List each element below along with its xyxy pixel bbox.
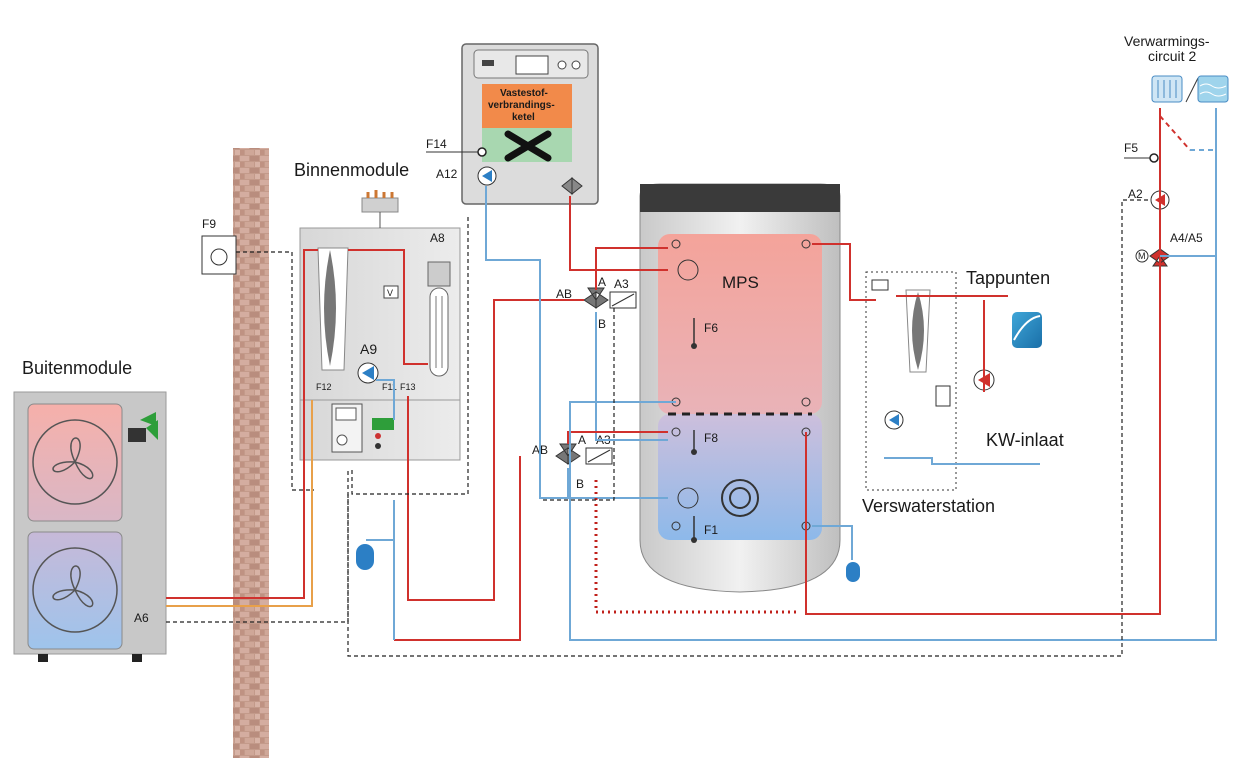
boiler-label-line1: Vastestof-: [500, 88, 548, 99]
label-f13: F13: [400, 382, 416, 392]
valve-bottom-b: B: [576, 477, 584, 491]
fan-icon: [32, 419, 118, 505]
valve-top-b: B: [598, 317, 606, 331]
indoor-module: A8 V A9 F12 F11 F13: [299, 190, 461, 461]
label-a2: A2: [1128, 187, 1143, 201]
valve-top-ab: AB: [556, 287, 572, 301]
label-a9: A9: [360, 341, 377, 357]
label-f1: F1: [704, 523, 718, 537]
pump-a12-icon: [477, 166, 497, 186]
solid-fuel-boiler: Vastestof- verbrandings- ketel F14 A12: [426, 43, 599, 205]
valve-top-a: A: [598, 275, 606, 289]
fan-icon: [32, 547, 118, 633]
label-m: M: [1138, 251, 1146, 261]
fresh-water-station: Verswaterstation: [862, 271, 995, 516]
outdoor-module-label: Buitenmodule: [22, 358, 132, 378]
label-a4a5: A4/A5: [1170, 231, 1203, 245]
taps-label: Tappunten: [966, 268, 1050, 288]
three-way-valve-top: AB A A3 B: [556, 275, 637, 331]
expansion-vessel-icon: [356, 544, 374, 570]
mixing-valve-icon: M: [1135, 248, 1171, 267]
outdoor-module: A6: [13, 391, 167, 662]
brand-logo-icon: [128, 412, 158, 442]
label-a6: A6: [134, 611, 149, 625]
three-way-valve-bottom: AB A A3 B: [532, 433, 613, 491]
indoor-module-label: Binnenmodule: [294, 160, 409, 180]
outdoor-sensor-f9: F9: [201, 217, 237, 275]
pump-station-icon: [884, 410, 904, 430]
label-f14: F14: [426, 137, 447, 151]
boiler-label-line2: verbrandings-: [488, 100, 555, 111]
label-f9: F9: [202, 217, 216, 231]
expansion-vessel-2-icon: [846, 562, 860, 582]
pump-a9-icon: [357, 362, 379, 384]
mps-label: MPS: [722, 273, 759, 292]
label-a8: A8: [430, 231, 445, 245]
shower-icon: [1012, 312, 1042, 348]
floor-heating-icon: [1197, 75, 1229, 103]
valve-bottom-a: A: [578, 433, 586, 447]
valve-top-a3: A3: [614, 277, 629, 291]
label-f6: F6: [704, 321, 718, 335]
label-v: V: [387, 288, 393, 298]
cold-water-inlet-label: KW-inlaat: [986, 430, 1064, 450]
heating-circuit-label-line1: Verwarmings-: [1124, 33, 1210, 49]
label-f8: F8: [704, 431, 718, 445]
label-a12: A12: [436, 167, 458, 181]
fire-chamber-icon: [504, 130, 552, 162]
label-f5: F5: [1124, 141, 1138, 155]
brick-wall: [233, 148, 269, 758]
label-f12: F12: [316, 382, 332, 392]
storage-tank-mps: MPS F6 F8 F1: [639, 183, 841, 593]
label-f11: F11: [382, 382, 397, 392]
fresh-water-station-label: Verswaterstation: [862, 496, 995, 516]
boiler-label-line3: ketel: [512, 112, 535, 123]
radiator-icon: [1151, 75, 1183, 103]
heating-circuit-label-line2: circuit 2: [1148, 48, 1196, 64]
